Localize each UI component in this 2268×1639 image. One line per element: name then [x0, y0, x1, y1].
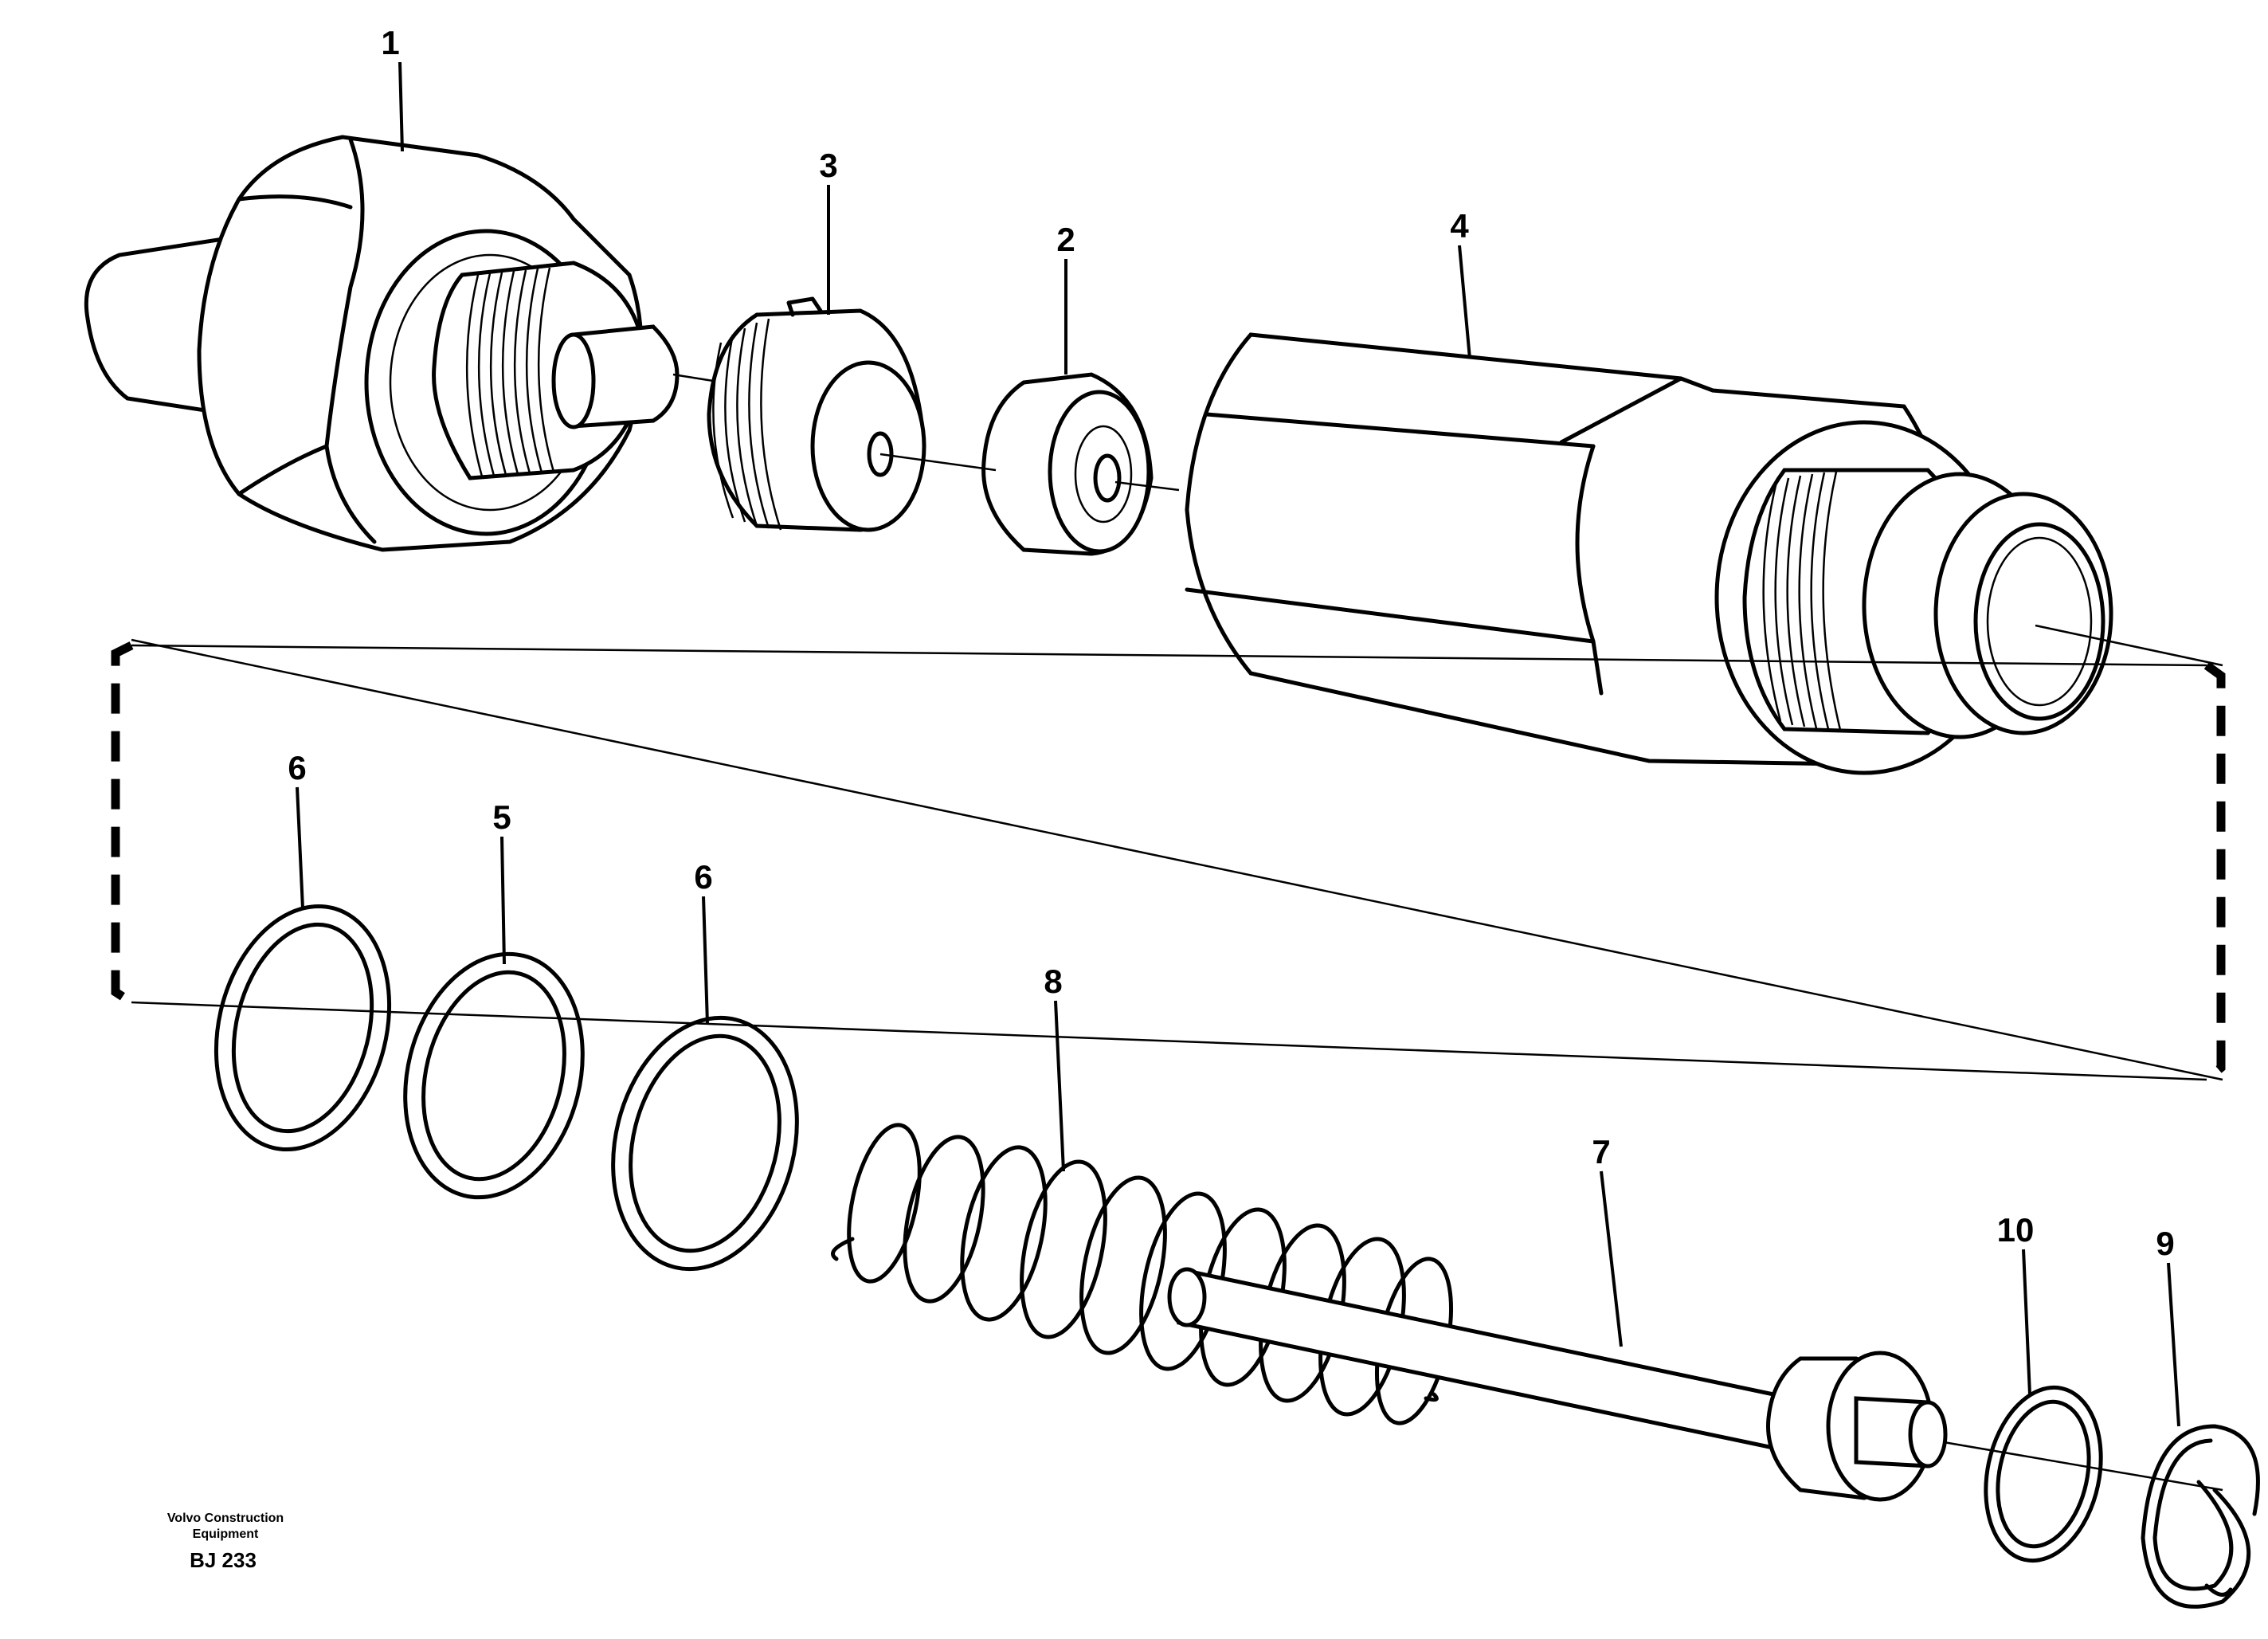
callout-6-right-label: 6: [694, 858, 712, 896]
callout-4: 4: [1450, 207, 1471, 359]
part-6-backup-ring-right: [611, 1015, 799, 1272]
callout-6-left-label: 6: [288, 749, 306, 786]
callout-9: 9: [2156, 1225, 2180, 1427]
callout-7-label: 7: [1592, 1133, 1610, 1170]
callout-6-left: 6: [288, 749, 307, 909]
callout-10-label: 10: [1997, 1211, 2035, 1249]
part-7-piston-rod: [1167, 1267, 1948, 1502]
part-1-valve-plug: [84, 135, 680, 552]
part-8-spring: [831, 1123, 1454, 1425]
callout-2-label: 2: [1056, 221, 1075, 258]
part-9-circlip: [1943, 1424, 2260, 1609]
assembly-axis-lines: [131, 373, 2223, 1081]
callout-5: 5: [492, 798, 511, 965]
callout-1-label: 1: [381, 24, 399, 61]
brand-line-2: Equipment: [193, 1527, 259, 1541]
callout-5-label: 5: [492, 798, 511, 836]
brand-line-1: Volvo Construction: [167, 1512, 284, 1525]
callout-1: 1: [381, 24, 404, 152]
part-3-threaded-seat: [707, 296, 926, 532]
drawing-code: BJ 233: [190, 1548, 257, 1572]
callout-2: 2: [1056, 221, 1075, 374]
part-4-hex-housing: [1185, 332, 2113, 775]
part-5-o-ring: [403, 951, 585, 1200]
callout-3: 3: [819, 147, 838, 315]
callout-9-label: 9: [2156, 1225, 2174, 1262]
callout-6-right: 6: [694, 858, 713, 1025]
callout-10: 10: [1997, 1211, 2035, 1395]
drawing-footer: Volvo Construction Equipment BJ 233: [167, 1512, 284, 1572]
part-6-backup-ring-left: [213, 904, 392, 1152]
part-2-seal-washer: [981, 372, 1154, 556]
callout-3-label: 3: [819, 147, 837, 184]
dashed-assembly-bracket: [111, 641, 2226, 1084]
callout-4-label: 4: [1450, 207, 1469, 245]
part-10-small-ring: [1984, 1385, 2103, 1563]
callout-8-label: 8: [1044, 963, 1062, 1000]
callout-7: 7: [1592, 1133, 1623, 1347]
callout-8: 8: [1044, 963, 1065, 1172]
